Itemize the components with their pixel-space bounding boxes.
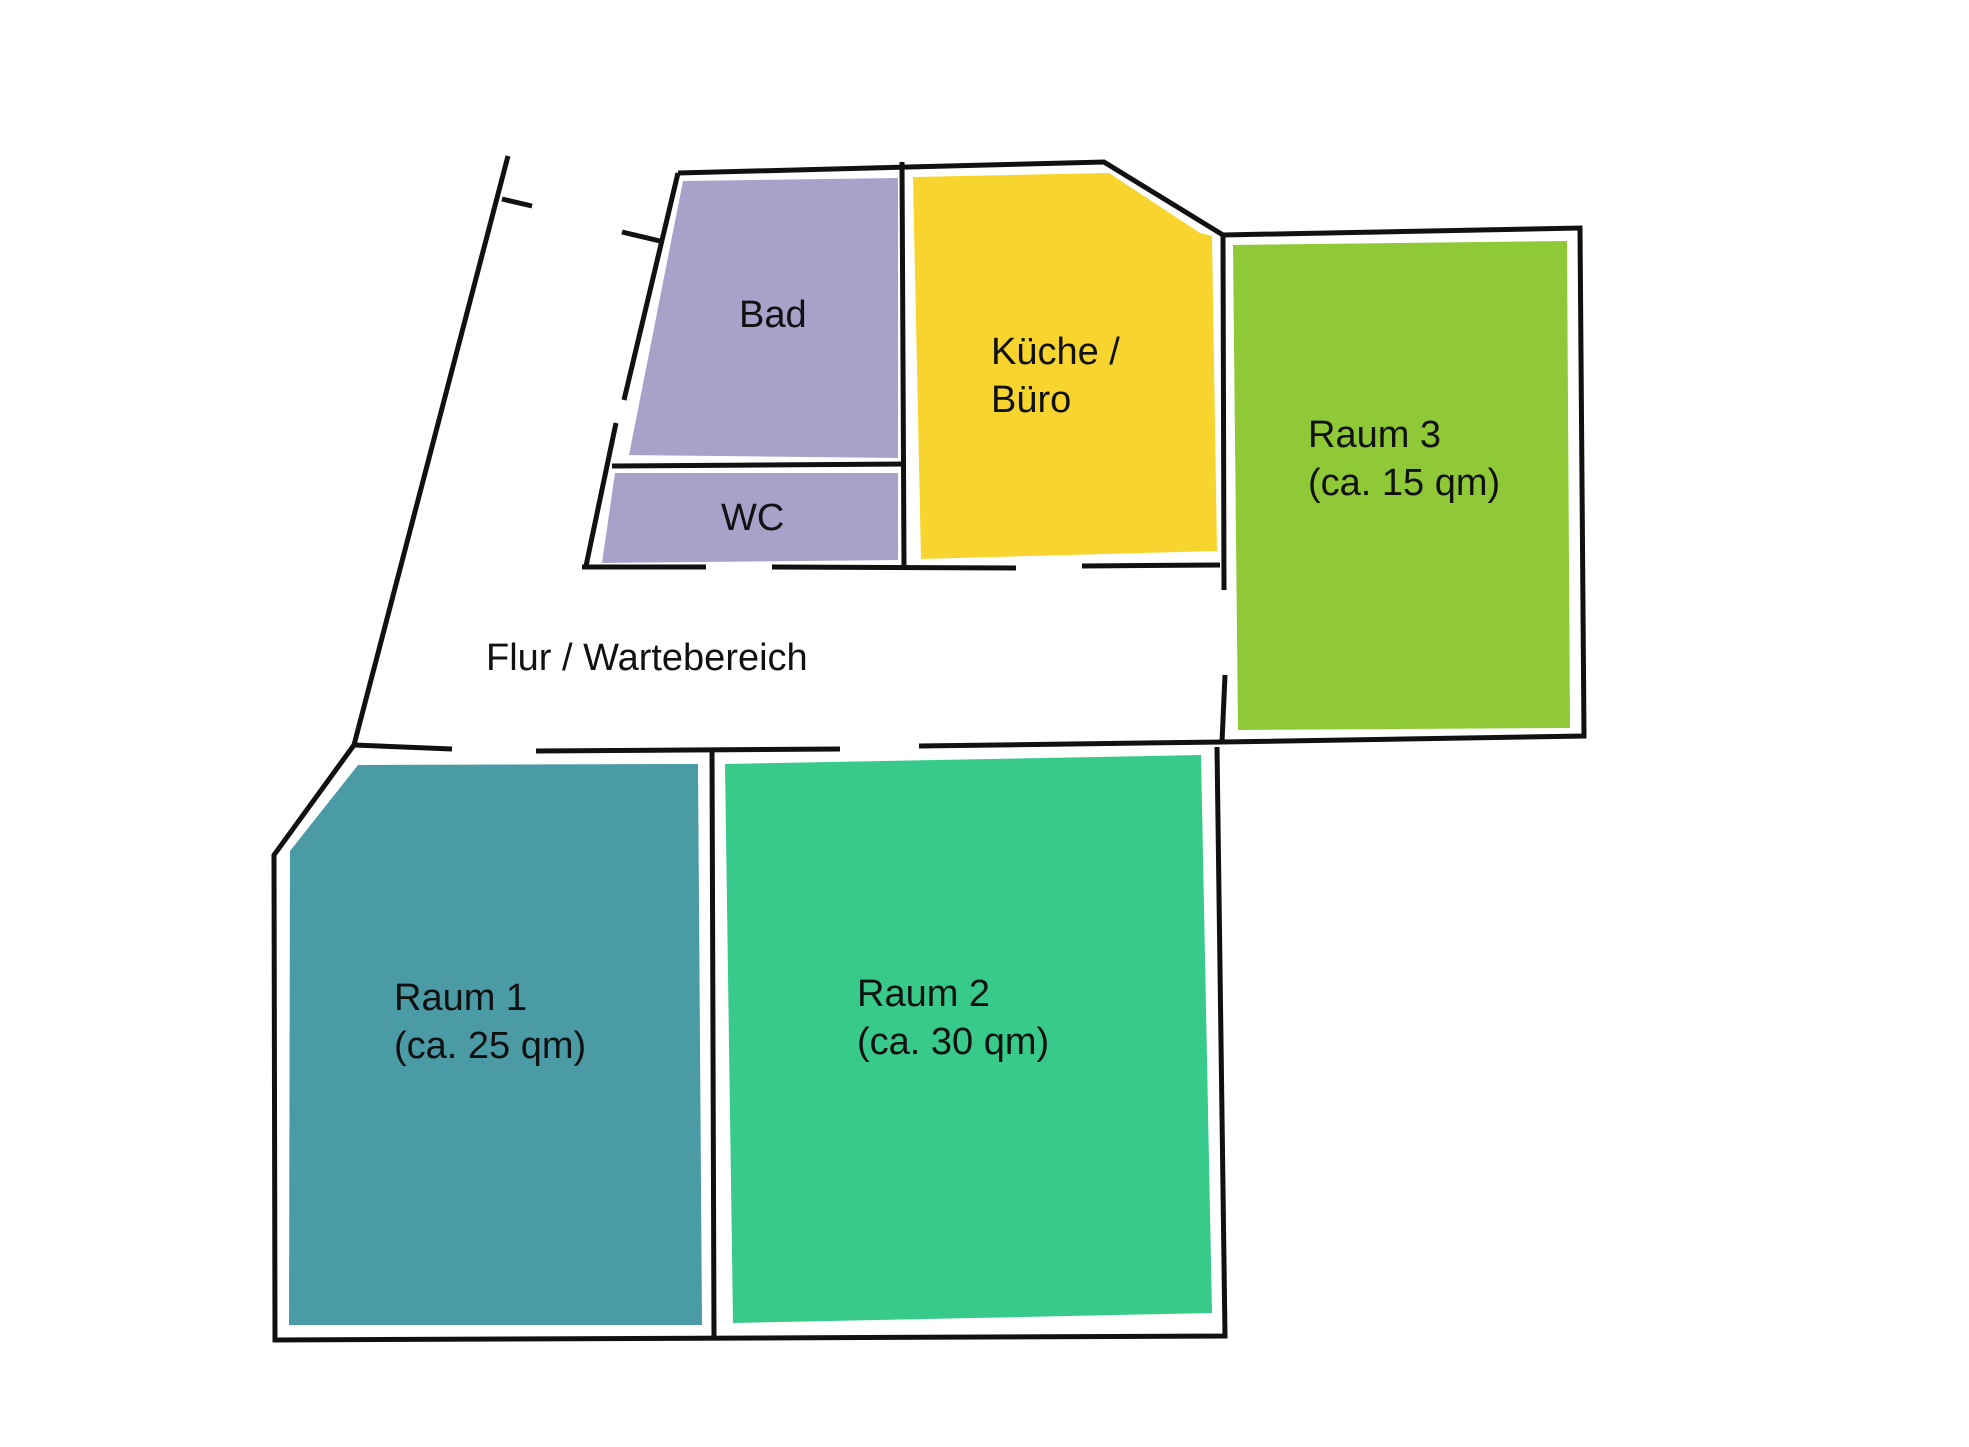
label-raum-3: Raum 3 (ca. 15 qm) [1308, 414, 1500, 504]
room-label-line: (ca. 30 qm) [857, 1021, 1049, 1063]
room-label-line: Bad [739, 294, 807, 336]
wall-stub-top [501, 196, 533, 209]
room-bad [629, 178, 898, 458]
wall-corridor-top-2 [771, 564, 1017, 571]
room-label-line: Raum 2 [857, 973, 990, 1015]
wall-wc-left [583, 422, 619, 567]
room-label-line: Raum 3 [1308, 414, 1441, 456]
room-label-line: Küche / [991, 331, 1120, 373]
wall-kueche-raum3 [1220, 234, 1227, 591]
wall-raum1-raum2 [709, 747, 717, 1339]
wall-corridor-left [351, 155, 511, 746]
wall-bad-upper-stub [621, 229, 661, 244]
label-raum-1: Raum 1 (ca. 25 qm) [394, 977, 586, 1067]
room-raum-1 [289, 764, 702, 1325]
label-raum-2: Raum 2 (ca. 30 qm) [857, 973, 1049, 1063]
wall-corridor-bottom-2 [535, 746, 841, 754]
wall-corridor-bottom-3 [918, 739, 1223, 749]
label-flur: Flur / Wartebereich [486, 637, 808, 679]
walls [271, 155, 1587, 1343]
wall-corridor-bottom-1 [353, 742, 453, 752]
wall-top [677, 159, 1587, 745]
wall-corridor-top-3 [1081, 562, 1221, 569]
wall-raum3-lower-left [1219, 674, 1228, 743]
room-label-line: (ca. 25 qm) [394, 1025, 586, 1067]
room-raum-2 [725, 755, 1212, 1323]
label-kueche-buero: Küche / Büro [991, 331, 1120, 421]
room-label-line: Raum 1 [394, 977, 527, 1019]
room-wc [602, 473, 898, 563]
room-label-line: WC [721, 497, 784, 539]
label-wc: WC [721, 497, 784, 539]
wall-bad-left [621, 172, 681, 401]
room-label-line: Flur / Wartebereich [486, 637, 808, 679]
room-raum-3 [1233, 241, 1570, 730]
label-bad: Bad [739, 294, 807, 336]
wall-bad-wc [611, 461, 905, 469]
room-label-line: Büro [991, 379, 1071, 421]
wall-raum1-outer [271, 743, 1228, 1343]
room-kueche-buero [913, 173, 1217, 559]
wall-bad-kueche [899, 161, 907, 567]
room-label-line: (ca. 15 qm) [1308, 462, 1500, 504]
